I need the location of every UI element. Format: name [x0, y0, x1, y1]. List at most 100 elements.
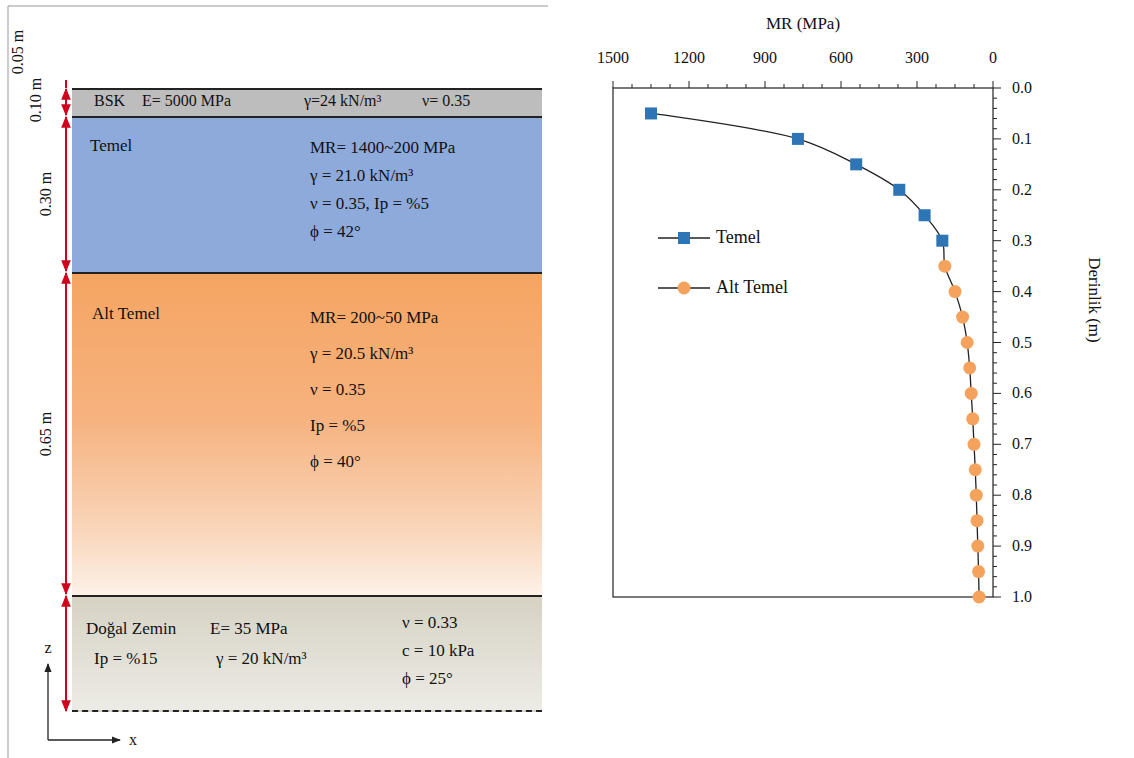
tick-mark — [993, 434, 997, 435]
tick-label: 0.5 — [1012, 334, 1032, 352]
tick-mark — [993, 169, 997, 170]
data-marker — [949, 285, 962, 298]
dimension-label: 0.30 m — [37, 172, 55, 216]
tick-mark — [974, 84, 975, 88]
frame-line — [8, 6, 548, 758]
legend-marker — [678, 232, 690, 244]
tick-mark — [993, 322, 997, 323]
data-marker — [893, 184, 905, 196]
data-marker — [961, 336, 974, 349]
axis-letter: z — [44, 639, 51, 657]
layer-property: Ip = %15 — [94, 649, 157, 669]
tick-mark — [993, 281, 997, 282]
tick-mark — [993, 210, 997, 211]
tick-mark — [993, 230, 997, 231]
tick-mark — [993, 311, 997, 312]
tick-mark — [993, 220, 997, 221]
tick-mark — [993, 81, 994, 88]
tick-mark — [993, 189, 1001, 190]
tick-mark — [993, 108, 997, 109]
layer-band: Doğal ZeminE= 35 MPaν = 0.33Ip = %15γ = … — [72, 595, 542, 712]
data-line — [651, 113, 979, 597]
layer-property: E= 35 MPa — [210, 619, 288, 639]
legend-text: Alt Temel — [716, 278, 788, 298]
data-marker — [973, 591, 986, 604]
tick-mark — [993, 485, 997, 486]
layer-property: ν = 0.35, Ip = %5 — [310, 194, 429, 214]
tick-mark — [993, 383, 997, 384]
tick-mark — [993, 98, 997, 99]
tick-mark — [993, 444, 1001, 445]
axis-arrow — [47, 664, 48, 740]
tick-mark — [993, 535, 997, 536]
tick-mark — [993, 474, 997, 475]
tick-mark — [993, 159, 997, 160]
tick-mark — [993, 597, 1001, 598]
layer-property: c = 10 kPa — [402, 641, 474, 661]
tick-mark — [746, 84, 747, 88]
tick-label: 0.1 — [1012, 130, 1032, 148]
tick-mark — [993, 332, 997, 333]
tick-mark — [993, 179, 997, 180]
tick-mark — [993, 556, 997, 557]
tick-label: 1200 — [673, 49, 705, 67]
layer-property: Ip = %5 — [310, 416, 365, 436]
data-marker — [969, 463, 982, 476]
plot-frame — [613, 88, 993, 597]
data-marker — [970, 489, 983, 502]
tick-mark — [993, 373, 997, 374]
layer-name: Alt Temel — [92, 304, 160, 324]
tick-mark — [727, 84, 728, 88]
tick-label: 0.0 — [1012, 79, 1032, 97]
layer-property: γ = 20.5 kN/m³ — [310, 344, 413, 364]
tick-label: 600 — [829, 49, 853, 67]
tick-mark — [993, 525, 997, 526]
data-marker — [956, 311, 969, 324]
tick-label: 0 — [989, 49, 997, 67]
tick-label: 1.0 — [1012, 588, 1032, 606]
tick-mark — [993, 240, 1001, 241]
tick-mark — [993, 138, 1001, 139]
tick-label: 0.8 — [1012, 486, 1032, 504]
tick-mark — [993, 271, 997, 272]
tick-label: 0.9 — [1012, 537, 1032, 555]
layer-property: ν = 0.35 — [310, 380, 366, 400]
layer-name: BSK — [94, 92, 125, 110]
tick-mark — [955, 84, 956, 88]
layer-property: ϕ = 25° — [402, 669, 453, 689]
layer-property: ϕ = 42° — [310, 222, 361, 242]
tick-label: 0.3 — [1012, 232, 1032, 250]
tick-mark — [993, 352, 997, 353]
layer-property: ϕ = 40° — [310, 452, 361, 472]
tick-mark — [879, 84, 880, 88]
tick-mark — [803, 84, 804, 88]
tick-mark — [917, 81, 918, 88]
layer-property: MR= 200~50 MPa — [310, 308, 438, 328]
tick-mark — [993, 128, 997, 129]
layer-property: γ=24 kN/m³ — [304, 92, 381, 110]
dimension-arrow — [65, 273, 67, 594]
tick-mark — [993, 393, 1001, 394]
dimension-arrow — [65, 80, 67, 88]
axis-title: Derinlik (m) — [1085, 257, 1104, 342]
tick-mark — [993, 118, 997, 119]
tick-mark — [670, 84, 671, 88]
data-marker — [965, 387, 978, 400]
tick-mark — [993, 464, 997, 465]
layer-band: TemelMR= 1400~200 MPaγ = 21.0 kN/m³ν = 0… — [72, 116, 542, 272]
layer-band: Alt Temel MR= 200~50 MPa γ = 20.5 kN/m³ ν =… — [72, 272, 542, 595]
tick-mark — [993, 515, 997, 516]
tick-mark — [613, 81, 614, 88]
data-marker — [919, 209, 931, 221]
tick-label: 1500 — [597, 49, 629, 67]
layer-property: γ = 20 kN/m³ — [216, 649, 307, 669]
legend-marker — [678, 282, 691, 295]
tick-mark — [993, 291, 1001, 292]
dimension-arrow — [65, 596, 67, 711]
tick-mark — [993, 362, 997, 363]
tick-mark — [993, 423, 997, 424]
tick-mark — [993, 261, 997, 262]
tick-mark — [784, 84, 785, 88]
axis-letter: x — [129, 731, 137, 749]
tick-mark — [993, 505, 997, 506]
